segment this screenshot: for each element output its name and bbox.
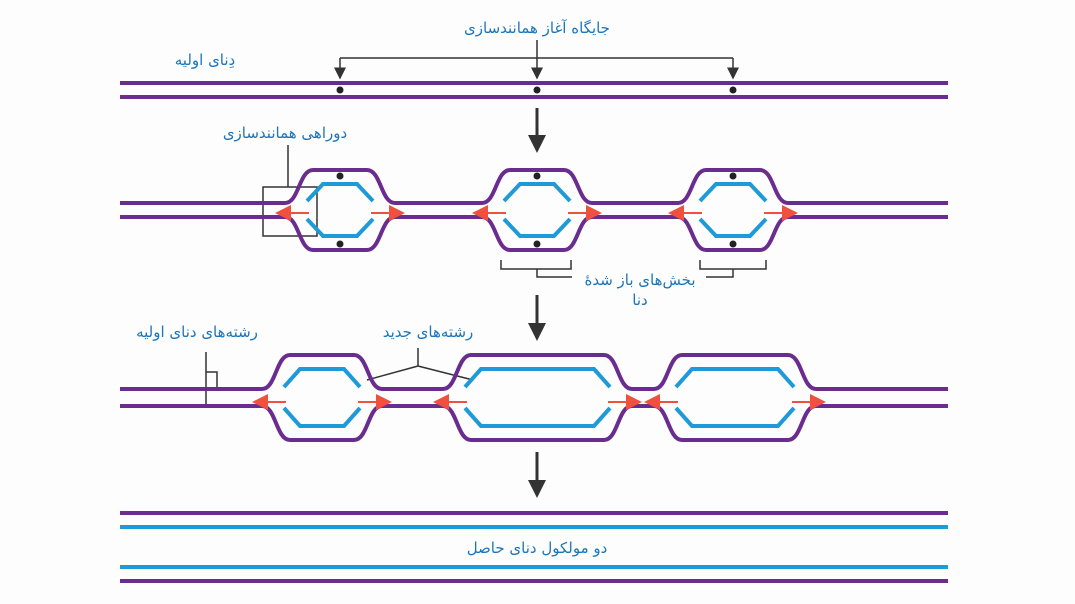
new-strand-bottom [698,217,768,238]
new-strand-bottom [305,217,375,238]
parent-dna-row [120,81,948,99]
origin-sites-label: جایگاه آغاز همانندسازی [464,19,610,37]
opened-sections-brackets [500,260,767,278]
replication-fork-label: دوراهی همانندسازی [223,124,347,142]
new-strand-top [305,182,375,203]
bubbles-row-expanded [120,353,948,442]
new-strand-bottom [282,406,362,428]
parent-dna-label: دِنای اولیه [175,51,235,69]
new-strand-bottom [674,406,796,428]
origin-dot [729,240,737,248]
parent-strand-top [120,353,948,391]
new-strand-bottom [463,406,612,428]
opened-sections-label-2: دنا [632,291,647,309]
two-molecules-label: دو مولکول دنای حاصل [467,539,608,557]
origin-dot [729,86,737,94]
new-strand-top [463,367,612,389]
origin-dot [533,240,541,248]
new-strand-top [502,182,572,203]
bubbles-row [120,168,948,252]
parent-strand-bottom [120,404,948,442]
origin-dot [729,172,737,180]
new-strand-top [282,367,362,389]
origin-dot [533,86,541,94]
new-strand-bottom [502,217,572,238]
origin-dot [336,240,344,248]
origin-dot [336,86,344,94]
replication-fork-box [262,186,318,237]
origin-dot [336,172,344,180]
parent-strands-label: رشته‌های دنای اولیه [136,323,258,341]
daughter-molecules [120,511,948,583]
opened-sections-label: بخش‌های باز شدهٔ [584,271,695,289]
new-strand-top [674,367,796,389]
parent-strand-top [120,168,948,205]
parent-strands-pointer [205,352,218,407]
new-strands-label: رشته‌های جدید [383,323,474,341]
origin-dot [533,172,541,180]
new-strand-top [698,182,768,203]
origin-pointer [334,40,739,80]
new-strands-pointer [366,348,474,381]
parent-strand-bottom [120,215,948,252]
